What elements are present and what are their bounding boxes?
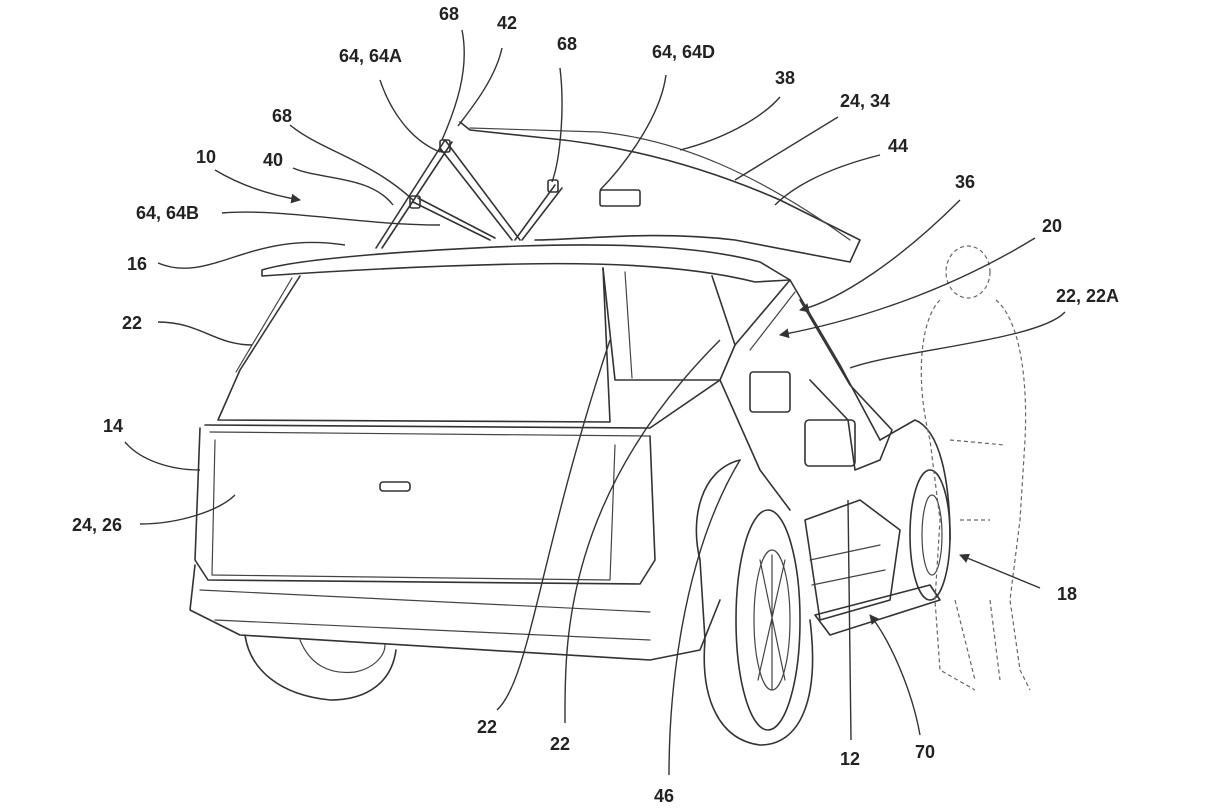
vehicle-body <box>189 244 951 746</box>
label-44: 44 <box>888 136 908 156</box>
leader-lines <box>124 29 1066 776</box>
label-68-middle: 68 <box>557 34 577 54</box>
label-18: 18 <box>1057 584 1077 604</box>
label-64-64d: 64, 64D <box>652 42 715 62</box>
label-22-bottom-b: 22 <box>550 734 570 754</box>
label-64-64b: 64, 64B <box>136 203 199 223</box>
reference-labels: 68 42 64, 64A 68 64, 64D 38 24, 34 44 68… <box>72 4 1119 806</box>
label-42: 42 <box>497 13 517 33</box>
label-70: 70 <box>915 742 935 762</box>
upper-panel <box>375 121 861 263</box>
label-40: 40 <box>263 150 283 170</box>
label-38: 38 <box>775 68 795 88</box>
label-10: 10 <box>196 147 216 167</box>
label-22-bottom-a: 22 <box>477 717 497 737</box>
person-outline <box>920 245 1031 691</box>
label-20: 20 <box>1042 216 1062 236</box>
label-68-top: 68 <box>439 4 459 24</box>
label-46: 46 <box>654 786 674 806</box>
label-16: 16 <box>127 254 147 274</box>
label-22-left: 22 <box>122 313 142 333</box>
label-68-left: 68 <box>272 106 292 126</box>
label-14: 14 <box>103 416 123 436</box>
label-22-22a: 22, 22A <box>1056 286 1119 306</box>
label-36: 36 <box>955 172 975 192</box>
label-24-34: 24, 34 <box>840 91 890 111</box>
label-12: 12 <box>840 749 860 769</box>
label-64-64a: 64, 64A <box>339 46 402 66</box>
label-24-26: 24, 26 <box>72 515 122 535</box>
